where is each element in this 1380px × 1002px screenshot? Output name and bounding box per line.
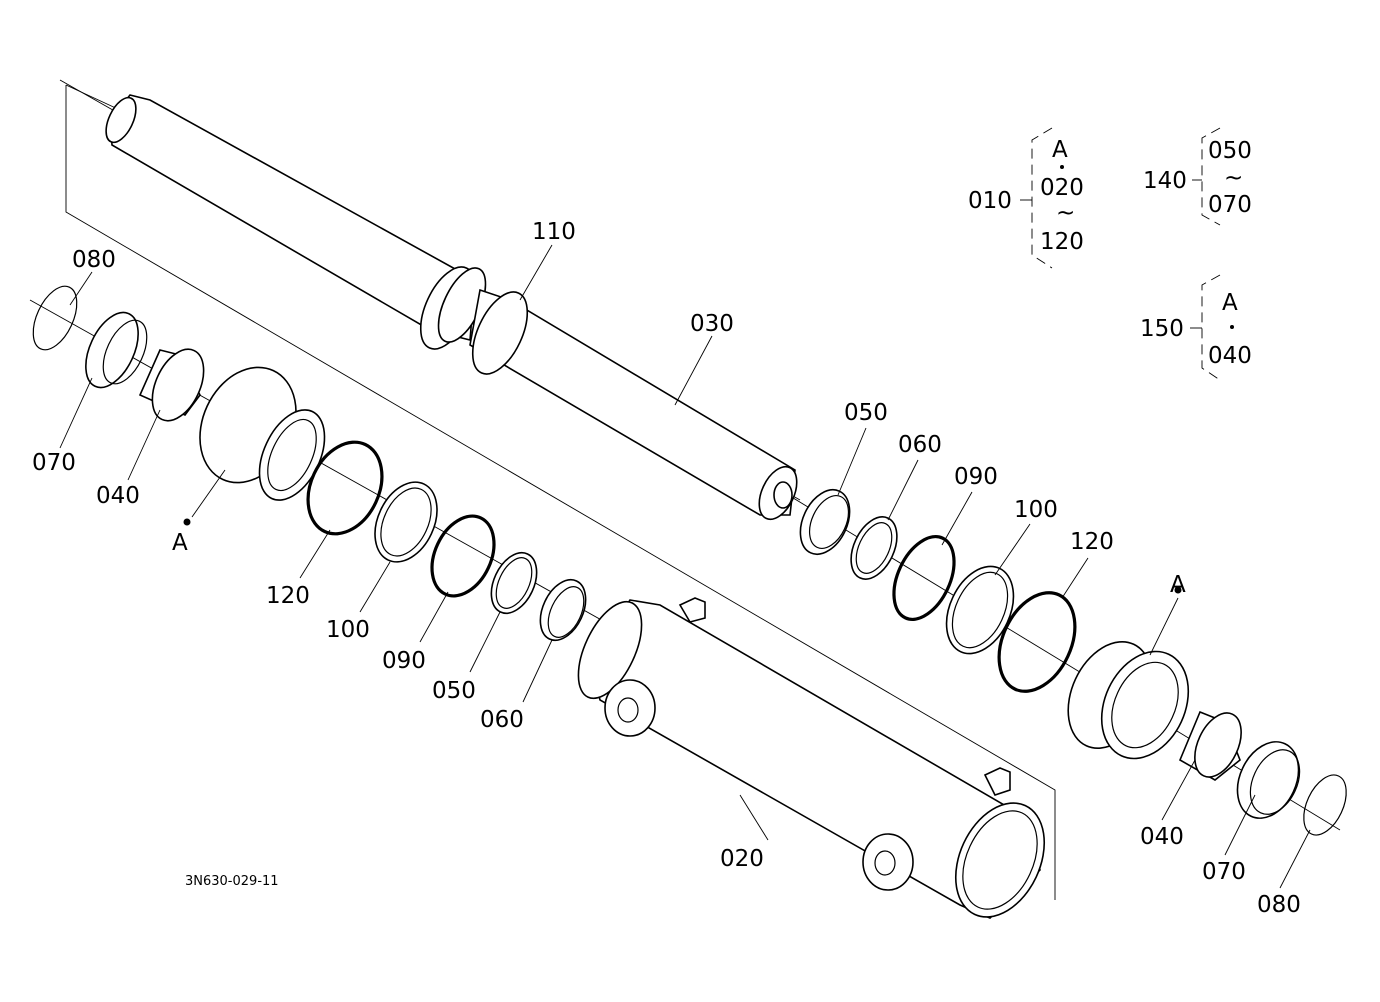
callout-090-left: 090 — [382, 648, 426, 674]
legend-140-item-2: 070 — [1208, 192, 1252, 218]
callout-050-left: 050 — [432, 678, 476, 704]
legend-140-parent: 140 — [1143, 168, 1187, 194]
callout-040-left: 040 — [96, 483, 140, 509]
callout-090-right: 090 — [954, 464, 998, 490]
callout-060-right: 060 — [898, 432, 942, 458]
svg-text:~: ~ — [1056, 200, 1075, 226]
callout-070-left: 070 — [32, 450, 76, 476]
legend-140-item-1: 050 — [1208, 138, 1252, 164]
right-seal-rings — [799, 489, 1077, 693]
left-gland-parts — [32, 285, 326, 526]
callout-120-right: 120 — [1070, 529, 1114, 555]
callout-120-left: 120 — [266, 583, 310, 609]
cylinder-tube-020 — [577, 597, 1046, 919]
legend-010-item-1: A — [1052, 137, 1068, 163]
legend-150-item-1: A — [1222, 290, 1238, 316]
legend-150-item-2: 040 — [1208, 343, 1252, 369]
legend-150-parent: 150 — [1140, 316, 1184, 342]
callout-labels: 080 070 040 A 120 100 090 050 060 110 03… — [32, 219, 1301, 918]
callout-a-left: A — [172, 530, 188, 556]
callout-110: 110 — [532, 219, 576, 245]
right-gland-parts — [1067, 586, 1347, 836]
legend-010-item-2: 020 — [1040, 175, 1084, 201]
leader-lines — [59, 244, 1311, 889]
callout-070-right: 070 — [1202, 859, 1246, 885]
drawing-id: 3N630-029-11 — [185, 874, 279, 889]
legend-group-010: 010 A 020 ~ 120 — [968, 127, 1084, 269]
callout-a-right: A — [1170, 572, 1186, 598]
callout-020: 020 — [720, 846, 764, 872]
assembly-frame — [65, 84, 1056, 900]
legend-010-item-3: 120 — [1040, 229, 1084, 255]
legend-group-150: 150 A 040 — [1140, 274, 1252, 381]
callout-040-right: 040 — [1140, 824, 1184, 850]
legend-group-140: 140 050 ~ 070 — [1143, 127, 1252, 226]
callout-100-left: 100 — [326, 617, 370, 643]
callout-050-right: 050 — [844, 400, 888, 426]
callout-060-left: 060 — [480, 707, 524, 733]
callout-080-right: 080 — [1257, 892, 1301, 918]
callout-100-right: 100 — [1014, 497, 1058, 523]
piston-rod-030 — [105, 94, 798, 521]
svg-text:~: ~ — [1224, 165, 1243, 191]
legend-010-parent: 010 — [968, 188, 1012, 214]
callout-030: 030 — [690, 311, 734, 337]
callout-080-left: 080 — [72, 247, 116, 273]
left-seal-rings — [306, 440, 587, 642]
